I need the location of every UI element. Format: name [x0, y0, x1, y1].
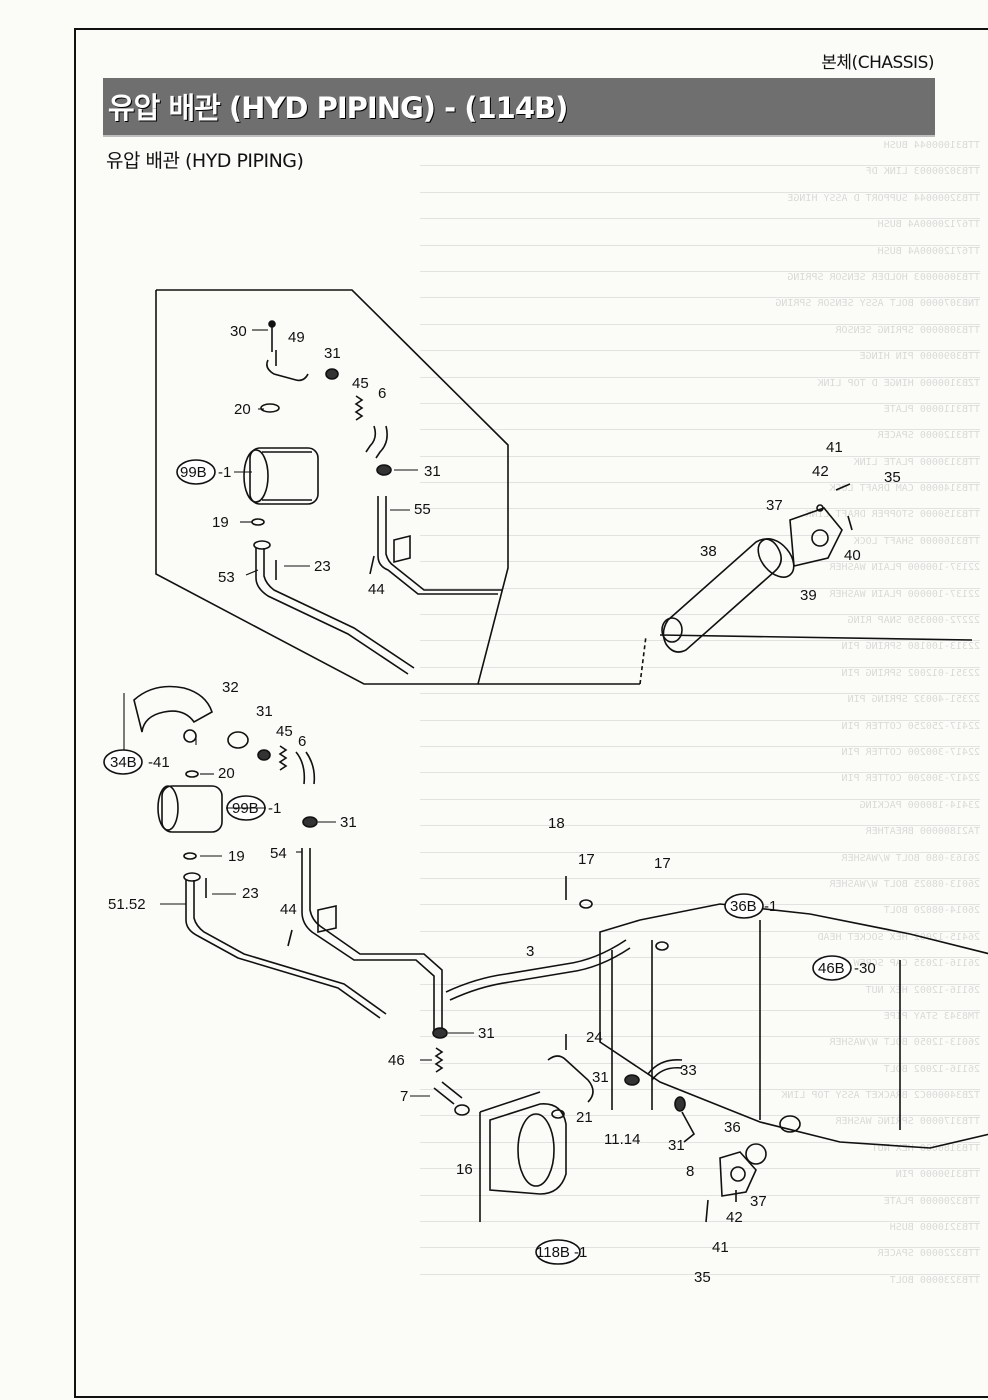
callout-label: 41 — [712, 1239, 729, 1256]
callout-label: 55 — [414, 501, 431, 518]
callout-label: 8 — [686, 1163, 694, 1180]
callout-label: 53 — [218, 569, 235, 586]
callout-label: 44 — [280, 901, 297, 918]
callout-label: 11.14 — [604, 1131, 640, 1148]
callout-label: 45 — [276, 723, 293, 740]
callout-label: 6 — [298, 733, 306, 750]
callout-label: 39 — [800, 587, 817, 604]
page-subtitle: 유압 배관 (HYD PIPING) — [106, 150, 304, 172]
callout-label: 37 — [750, 1193, 767, 1210]
callout-label: 31 — [256, 703, 273, 720]
callout-label: 34B — [110, 754, 137, 771]
callout-label: 19 — [212, 514, 229, 531]
callout-label: 36 — [724, 1119, 741, 1136]
callout-label: 17 — [578, 851, 595, 868]
callout-label: 40 — [844, 547, 861, 564]
callout-label: 32 — [222, 679, 239, 696]
callout-label: 16 — [456, 1161, 473, 1178]
callout-label: 49 — [288, 329, 305, 346]
callout-label: 31 — [592, 1069, 609, 1086]
callout-label: 41 — [826, 439, 843, 456]
callout-label: 20 — [218, 765, 235, 782]
callout-label: 99B — [232, 800, 259, 817]
callout-label: 45 — [352, 375, 369, 392]
callout-label: 21 — [576, 1109, 593, 1126]
callout-label: 38 — [700, 543, 717, 560]
callout-label: -1 — [218, 464, 231, 481]
callout-label: -30 — [854, 960, 876, 977]
callout-label: 3 — [526, 943, 534, 960]
callout-label: -1 — [574, 1244, 587, 1261]
callout-label: 30 — [230, 323, 247, 340]
section-label: 본체(CHASSIS) — [821, 53, 934, 73]
callout-label: 7 — [400, 1088, 408, 1105]
callout-label: 31 — [324, 345, 341, 362]
page-frame — [74, 28, 988, 1398]
callout-label: 46 — [388, 1052, 405, 1069]
title-band — [103, 78, 935, 137]
callout-label: 46B — [818, 960, 845, 977]
callout-label: -1 — [764, 898, 777, 915]
callout-label: 42 — [812, 463, 829, 480]
callout-label: 35 — [884, 469, 901, 486]
callout-label: -41 — [148, 754, 170, 771]
callout-label: 24 — [586, 1029, 603, 1046]
callout-label: 20 — [234, 401, 251, 418]
callout-label: 18 — [548, 815, 565, 832]
callout-label: 44 — [368, 581, 385, 598]
callout-label: 17 — [654, 855, 671, 872]
callout-label: 23 — [242, 885, 259, 902]
callout-label: 33 — [680, 1062, 697, 1079]
callout-label: 23 — [314, 558, 331, 575]
callout-label: 54 — [270, 845, 287, 862]
callout-label: 31 — [478, 1025, 495, 1042]
page-title: 유압 배관 (HYD PIPING) - (114B) — [108, 91, 568, 125]
callout-label: 35 — [694, 1269, 711, 1286]
callout-label: 31 — [668, 1137, 685, 1154]
callout-label: 31 — [424, 463, 441, 480]
callout-label: 6 — [378, 385, 386, 402]
callout-label: 31 — [340, 814, 357, 831]
callout-label: 99B — [180, 464, 207, 481]
callout-label: 42 — [726, 1209, 743, 1226]
callout-label: 51.52 — [108, 896, 146, 913]
callout-label: -1 — [268, 800, 281, 817]
callout-label: 19 — [228, 848, 245, 865]
callout-label: 118B — [536, 1244, 570, 1261]
callout-label: 37 — [766, 497, 783, 514]
callout-label: 36B — [730, 898, 757, 915]
